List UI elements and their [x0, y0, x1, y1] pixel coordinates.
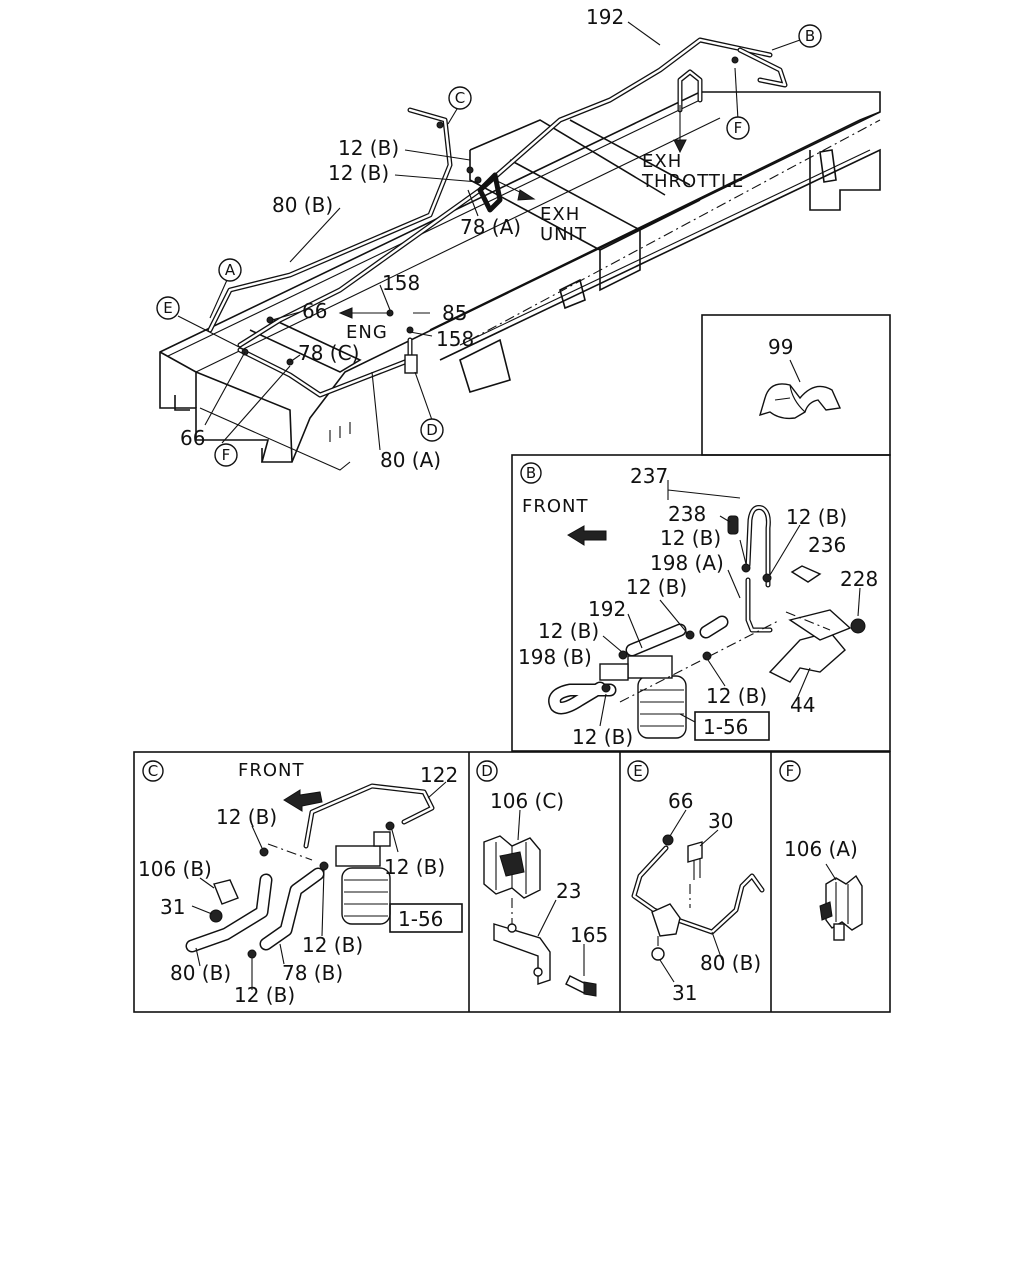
detail-d-badge: D [476, 760, 498, 782]
label-12b-b-d: 12 (B) [538, 619, 599, 643]
label-80a-main: 80 (A) [380, 448, 441, 472]
svg-text:F: F [222, 446, 231, 464]
bottom-row-frame [133, 751, 891, 1013]
label-12b-c-b: 12 (B) [384, 855, 445, 879]
label-12b-main-1: 12 (B) [338, 136, 399, 160]
exh-throttle-line-2: THROTTLE [641, 171, 744, 192]
detail-e: E 66 30 80 (B) 31 [627, 760, 765, 1005]
exh-throttle-line-1: EXH [642, 151, 682, 172]
leader-lines-main [177, 21, 801, 451]
callout-c: C [448, 86, 472, 110]
label-23: 23 [556, 879, 581, 903]
detail-e-badge: E [627, 760, 649, 782]
chassis-frame [159, 91, 881, 471]
label-12b-b-f: 12 (B) [572, 725, 633, 749]
label-192-main: 192 [586, 5, 624, 29]
callout-d: D [420, 418, 444, 442]
detail-c-front: FRONT [238, 760, 305, 781]
exh-unit-line-1: EXH [540, 204, 580, 225]
detail-b: B FRONT [511, 454, 891, 752]
detail-b-badge: B [520, 462, 542, 484]
detail-d: D 106 (C) 23 165 [476, 760, 608, 997]
label-30: 30 [708, 809, 733, 833]
label-66-main-1: 66 [302, 299, 327, 323]
label-66-e: 66 [668, 789, 693, 813]
inset-99: 99 [701, 314, 891, 456]
label-12b-main-2: 12 (B) [328, 161, 389, 185]
label-78c-main: 78 (C) [298, 341, 359, 365]
main-part-labels: 192 12 (B) 12 (B) 80 (B) 78 (A) EXH UNIT… [180, 5, 744, 472]
label-106b: 106 (B) [138, 857, 212, 881]
callout-b: B [798, 24, 822, 48]
clip-99-shape [758, 383, 842, 420]
label-12b-b-e: 12 (B) [706, 684, 767, 708]
svg-text:B: B [526, 464, 536, 482]
label-80b-c: 80 (B) [170, 961, 231, 985]
main-callouts: A B C D E F F [156, 24, 822, 467]
label-165: 165 [570, 923, 608, 947]
label-12b-c-a: 12 (B) [216, 805, 277, 829]
ref-1-56-c: 1-56 [398, 907, 443, 931]
fuel-piping-main [207, 37, 788, 398]
callout-f-lower: F [214, 443, 238, 467]
svg-text:F: F [734, 119, 743, 137]
label-12b-c-d: 12 (B) [234, 983, 295, 1007]
label-158-main-2: 158 [436, 327, 474, 351]
label-80b-main: 80 (B) [272, 193, 333, 217]
label-198b: 198 (B) [518, 645, 592, 669]
label-106a: 106 (A) [784, 837, 858, 861]
detail-c: C FRONT 122 12 (B) 106 (B) 12 (B) 31 [138, 760, 463, 1007]
label-eng: ENG [346, 322, 388, 343]
svg-text:C: C [148, 762, 158, 780]
ref-box-c [389, 903, 463, 933]
label-exh-unit: EXH UNIT [540, 204, 587, 245]
label-31-c: 31 [160, 895, 185, 919]
svg-text:B: B [805, 27, 815, 45]
callout-f-main: F [726, 116, 750, 140]
svg-text:D: D [426, 421, 438, 439]
label-31-e: 31 [672, 981, 697, 1005]
detail-c-badge: C [142, 760, 164, 782]
callout-e: E [156, 296, 180, 320]
label-66-main-2: 66 [180, 426, 205, 450]
callout-a: A [218, 258, 242, 282]
svg-text:F: F [786, 762, 795, 780]
svg-text:E: E [633, 762, 642, 780]
svg-text:A: A [225, 261, 236, 279]
label-237: 237 [630, 464, 668, 488]
label-12b-b-a: 12 (B) [660, 526, 721, 550]
label-236: 236 [808, 533, 846, 557]
detail-c-front-arrow [283, 789, 323, 812]
label-122: 122 [420, 763, 458, 787]
label-198a: 198 (A) [650, 551, 724, 575]
label-78b-c: 78 (B) [282, 961, 343, 985]
exh-unit-line-2: UNIT [540, 224, 587, 245]
label-12b-b-b: 12 (B) [786, 505, 847, 529]
svg-text:C: C [455, 89, 465, 107]
label-exh-throttle: EXH THROTTLE [641, 151, 744, 192]
svg-text:D: D [481, 762, 493, 780]
label-85-main: 85 [442, 301, 467, 325]
label-99: 99 [768, 335, 793, 359]
label-192-b: 192 [588, 597, 626, 621]
label-158-main-1: 158 [382, 271, 420, 295]
label-78a-main: 78 (A) [460, 215, 521, 239]
detail-b-front-arrow [567, 525, 607, 546]
label-12b-b-c: 12 (B) [626, 575, 687, 599]
detail-f-badge: F [779, 760, 801, 782]
label-44: 44 [790, 693, 815, 717]
detail-f: F 106 (A) [779, 760, 863, 941]
detail-b-front: FRONT [522, 496, 589, 517]
label-12b-c-c: 12 (B) [302, 933, 363, 957]
label-106c: 106 (C) [490, 789, 564, 813]
label-228: 228 [840, 567, 878, 591]
ref-1-56-b: 1-56 [703, 715, 748, 739]
ref-box-b [694, 711, 770, 741]
main-arrows [338, 105, 687, 319]
label-238: 238 [668, 502, 706, 526]
svg-text:E: E [163, 299, 172, 317]
label-80b-e: 80 (B) [700, 951, 761, 975]
